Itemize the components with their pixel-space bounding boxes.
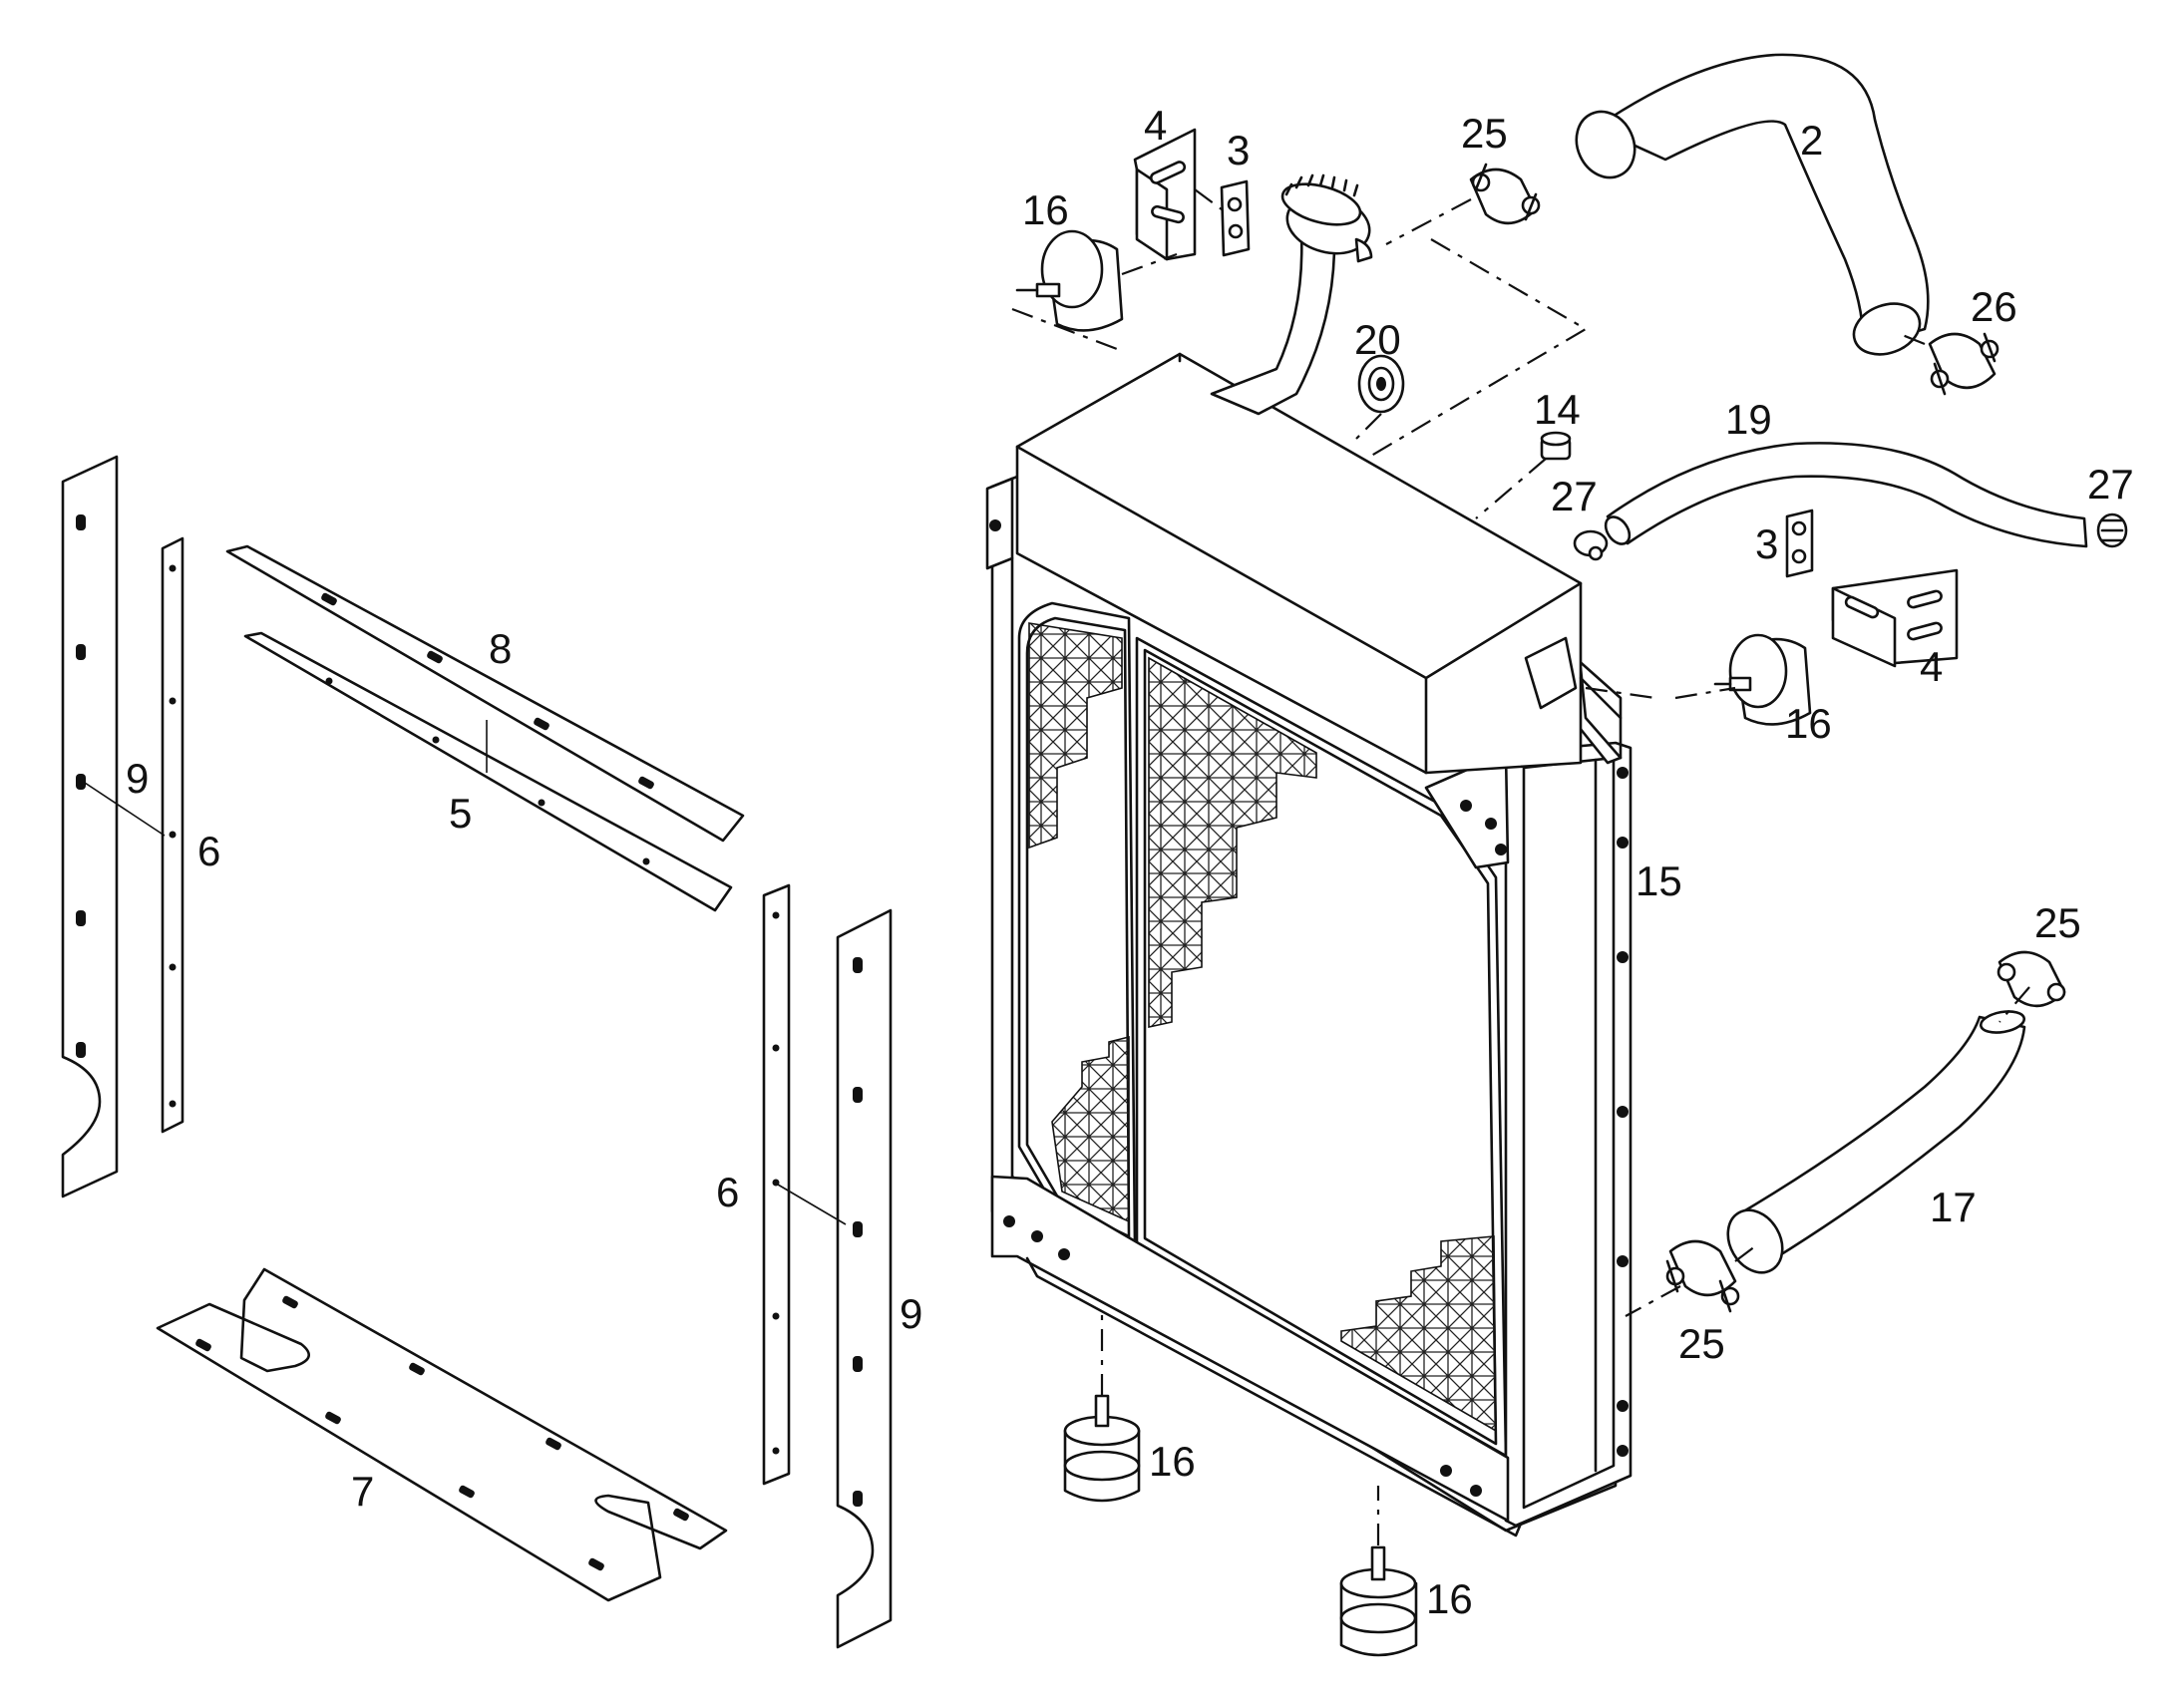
callout-2: 2 <box>1800 117 1823 164</box>
bracket-4-top <box>1133 128 1197 261</box>
seal-strip-9-left <box>61 455 119 1198</box>
seal-strip-8 <box>225 544 745 843</box>
callout-3-right: 3 <box>1755 520 1778 567</box>
callout-25-top: 25 <box>1461 110 1508 157</box>
radiator-core-15 <box>985 475 1633 1537</box>
plug-14 <box>1540 431 1572 461</box>
callout-9-right: 9 <box>900 1290 922 1337</box>
rubber-mount-16-top <box>1015 229 1124 332</box>
plate-3-top <box>1220 179 1251 257</box>
callout-17: 17 <box>1930 1184 1977 1230</box>
seal-strip-6-left <box>161 536 184 1134</box>
callout-25-bottom: 25 <box>1678 1320 1725 1367</box>
bracket-4-right <box>1831 568 1959 668</box>
hose-19 <box>1604 442 2088 548</box>
callout-19: 19 <box>1725 396 1772 443</box>
callout-27-left: 27 <box>1551 473 1598 519</box>
filler-neck <box>1210 173 1373 416</box>
seal-strip-9-right <box>836 908 893 1649</box>
callout-9-left: 9 <box>126 755 149 802</box>
hose-clamp-27-left <box>1573 529 1609 561</box>
callout-6-left: 6 <box>197 828 220 874</box>
callout-16-top: 16 <box>1022 186 1069 233</box>
callout-16-bottom-right: 16 <box>1426 1575 1473 1622</box>
callout-25-right: 25 <box>2034 899 2081 946</box>
grommet-20 <box>1357 354 1405 414</box>
hose-17 <box>1726 1010 2026 1274</box>
leader-6-9 <box>777 1184 847 1225</box>
hose-clamp-27-right <box>2096 512 2128 548</box>
rubber-mount-16-right <box>1713 633 1812 726</box>
seal-strip-7 <box>156 1267 728 1602</box>
callout-3-top: 3 <box>1227 127 1250 173</box>
callout-labels: 2 3 3 4 4 5 6 6 7 8 9 9 14 15 16 16 16 1… <box>126 102 2134 1622</box>
assembly-centerlines <box>1011 188 2030 1545</box>
radiator-top-tank <box>1015 352 1623 775</box>
callout-6-right: 6 <box>716 1169 739 1215</box>
callout-8: 8 <box>489 625 512 672</box>
rubber-mount-16-bottom-left <box>1063 1394 1141 1503</box>
callout-5: 5 <box>449 790 472 837</box>
rubber-mount-16-bottom-right <box>1339 1545 1418 1657</box>
hose-clamp-25-bottom <box>1665 1239 1740 1313</box>
callout-16-right: 16 <box>1785 700 1832 747</box>
callout-20: 20 <box>1354 316 1401 363</box>
callout-26: 26 <box>1971 283 2017 330</box>
seal-strip-5 <box>243 631 733 912</box>
callout-15: 15 <box>1635 857 1682 904</box>
hose-clamp-26 <box>1928 332 1999 396</box>
callout-4-right: 4 <box>1920 643 1943 690</box>
callout-7: 7 <box>351 1468 374 1515</box>
plate-3-right <box>1785 509 1814 578</box>
callout-14: 14 <box>1534 386 1581 433</box>
seal-strip-6-right <box>762 883 791 1486</box>
callout-16-bottom-left: 16 <box>1149 1438 1196 1485</box>
callout-27-right: 27 <box>2087 461 2134 508</box>
callout-4-top: 4 <box>1144 102 1167 149</box>
hose-clamp-25-right <box>1997 950 2066 1008</box>
hose-2 <box>1575 53 1930 356</box>
leader-9-6 <box>84 782 166 837</box>
hose-clamp-25-top <box>1469 163 1541 225</box>
